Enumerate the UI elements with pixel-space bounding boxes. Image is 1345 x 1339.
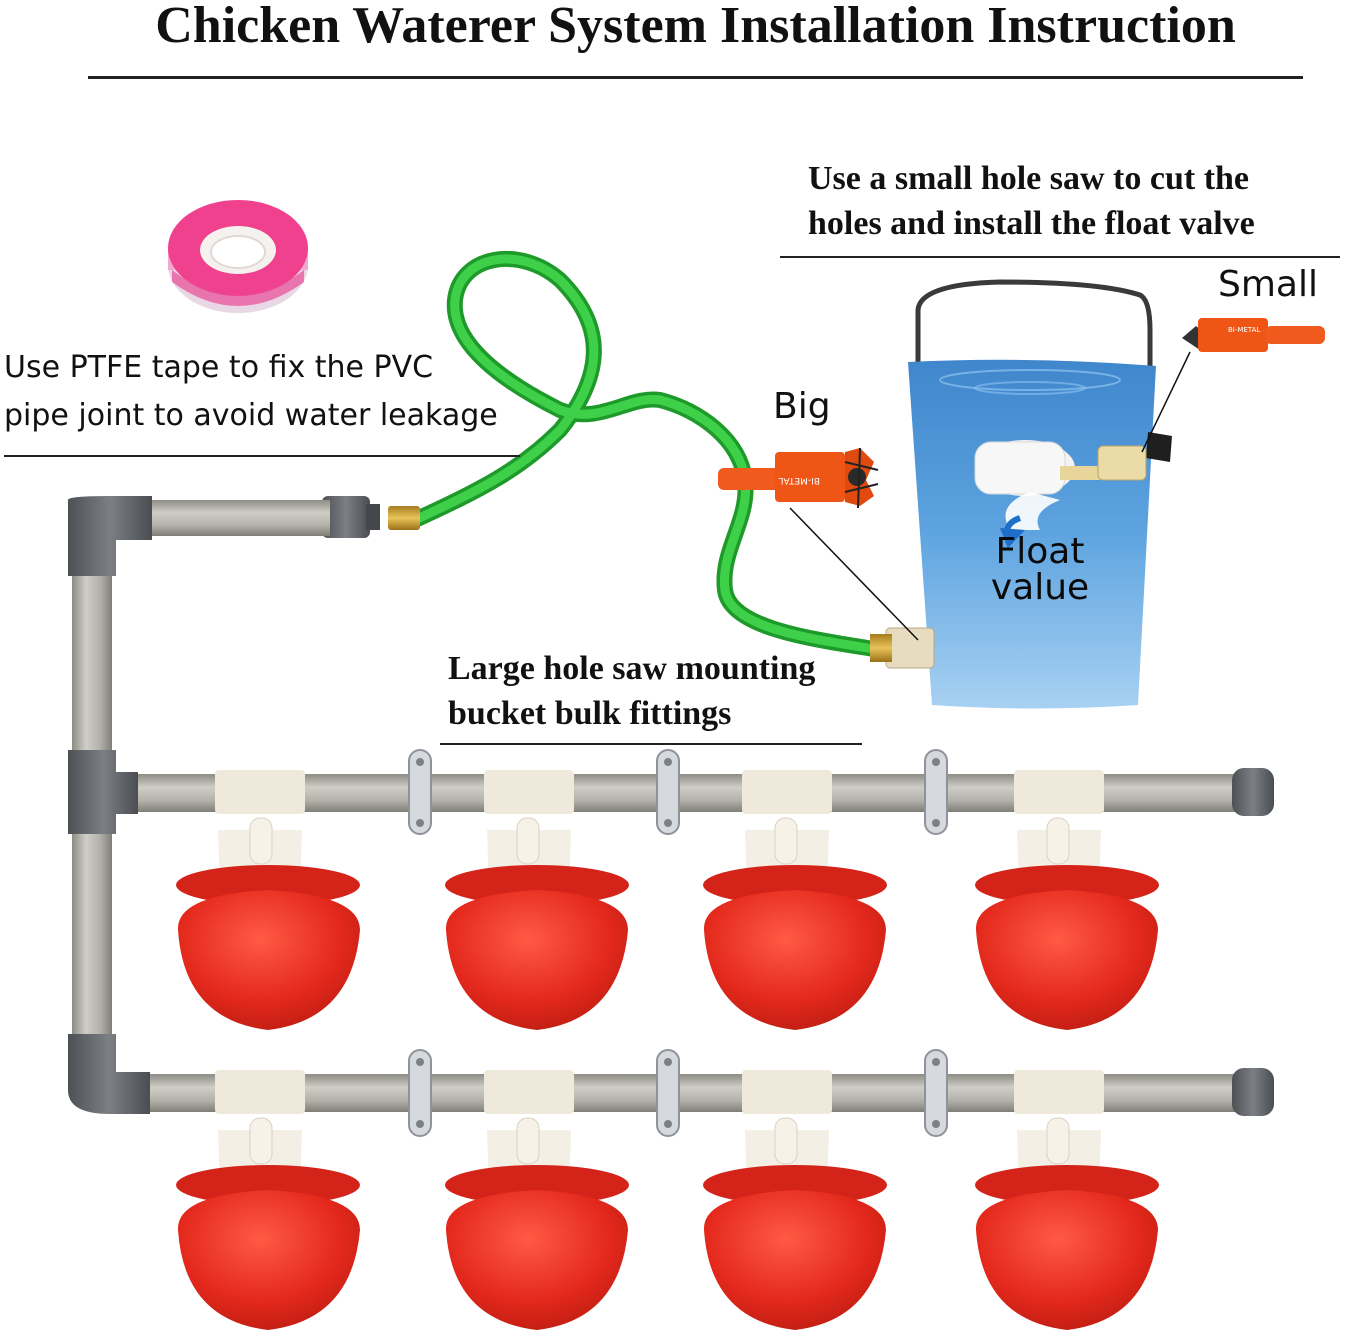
ptfe-note: Use PTFE tape to fix the PVC pipe joint … [4,344,544,440]
small-saw-pointer-line [1141,351,1191,453]
float-valve-label-line2: value [990,567,1090,608]
drinker-cup [703,770,887,1030]
row1-end-cap [1232,768,1274,816]
drinker-cup [176,770,360,1030]
top-elbow-fitting [68,496,152,576]
float-valve-label: Float value [980,534,1100,606]
ptfe-note-rule [4,455,520,457]
drinker-cup [445,1070,629,1330]
float-valve-label-line1: Float [995,531,1085,572]
drinker-cup [703,1070,887,1330]
tee-fitting [68,750,138,834]
pipe-hose-connector [322,496,420,538]
page-title: Chicken Waterer System Installation Inst… [88,0,1303,79]
hole-saw-note-rule [780,256,1340,258]
hole-saw-note: Use a small hole saw to cut the holes an… [808,156,1328,246]
green-hose [407,251,888,658]
big-hole-saw-icon: BI-METAL [718,447,879,509]
ptfe-tape-roll-icon [168,200,308,313]
bulk-fitting-note-line2: bucket bulk fittings [448,695,732,732]
bottom-elbow-fitting [68,1034,150,1114]
ptfe-note-line1: Use PTFE tape to fix the PVC [4,350,434,385]
big-saw-pointer-line [789,507,919,641]
big-hole-saw-marking: BI-METAL [779,475,821,485]
drinker-cup [975,1070,1159,1330]
big-label: Big [773,386,831,427]
bulk-fitting-note: Large hole saw mounting bucket bulk fitt… [448,646,868,736]
hole-saw-note-line1: Use a small hole saw to cut the [808,160,1250,197]
ptfe-note-line2: pipe joint to avoid water leakage [4,398,498,433]
bulk-fitting-note-rule [440,743,862,745]
drinker-cup [975,770,1159,1030]
top-pvc-pipe [140,500,330,536]
float-valve-icon [974,440,1147,548]
pipe-clamps [408,749,948,1137]
small-hole-saw-marking: BI-METAL [1228,326,1260,334]
hole-saw-note-line2: holes and install the float valve [808,205,1255,242]
row2-end-cap [1232,1068,1274,1116]
bucket-icon [870,279,1172,709]
drinker-cup [176,1070,360,1330]
bulk-fitting-note-line1: Large hole saw mounting [448,650,816,687]
drinker-cup [445,770,629,1030]
small-label: Small [1218,264,1318,305]
small-hole-saw-icon: BI-METAL [1182,318,1325,352]
